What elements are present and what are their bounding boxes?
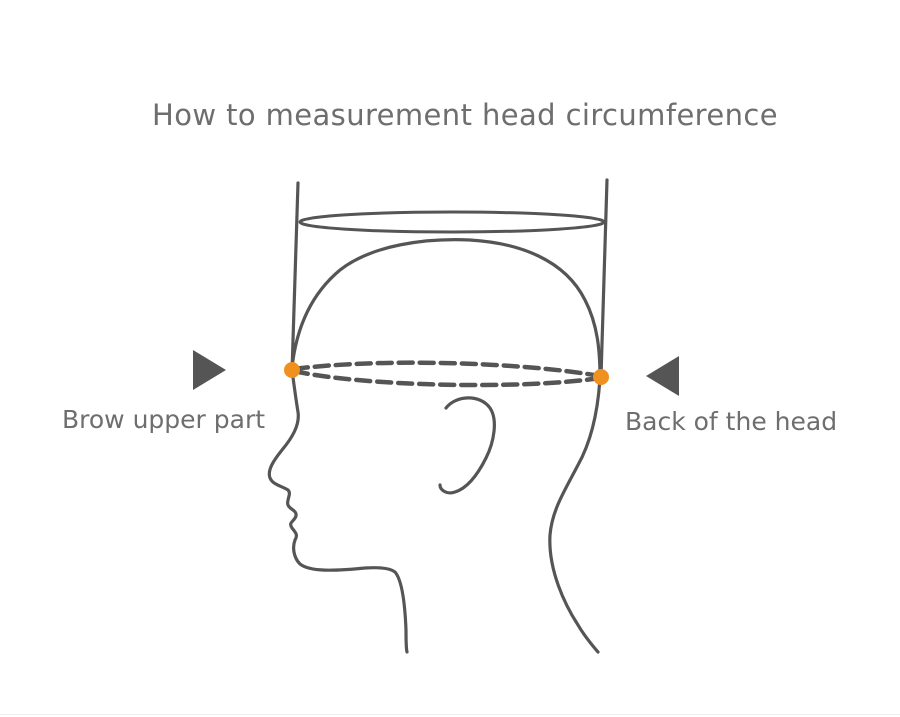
top-ring-ellipse: [298, 210, 606, 234]
right-pointing-triangle-icon: [193, 350, 226, 390]
head-outline: [290, 238, 602, 654]
measurement-loop-top: [291, 360, 603, 379]
face-profile: [267, 368, 409, 654]
left-guide-line: [290, 181, 300, 374]
brow-marker-dot: [284, 362, 300, 378]
brow-upper-part-label: Brow upper part: [62, 405, 266, 434]
measurement-loop-bottom: [291, 368, 603, 388]
right-guide-line: [599, 178, 609, 379]
back-marker-dot: [593, 369, 609, 385]
diagram-title: How to measurement head circumference: [152, 98, 778, 132]
bottom-divider: [0, 714, 900, 715]
ear-outline: [438, 396, 496, 495]
back-of-head-label: Back of the head: [625, 407, 838, 436]
left-pointing-triangle-icon: [646, 356, 679, 396]
